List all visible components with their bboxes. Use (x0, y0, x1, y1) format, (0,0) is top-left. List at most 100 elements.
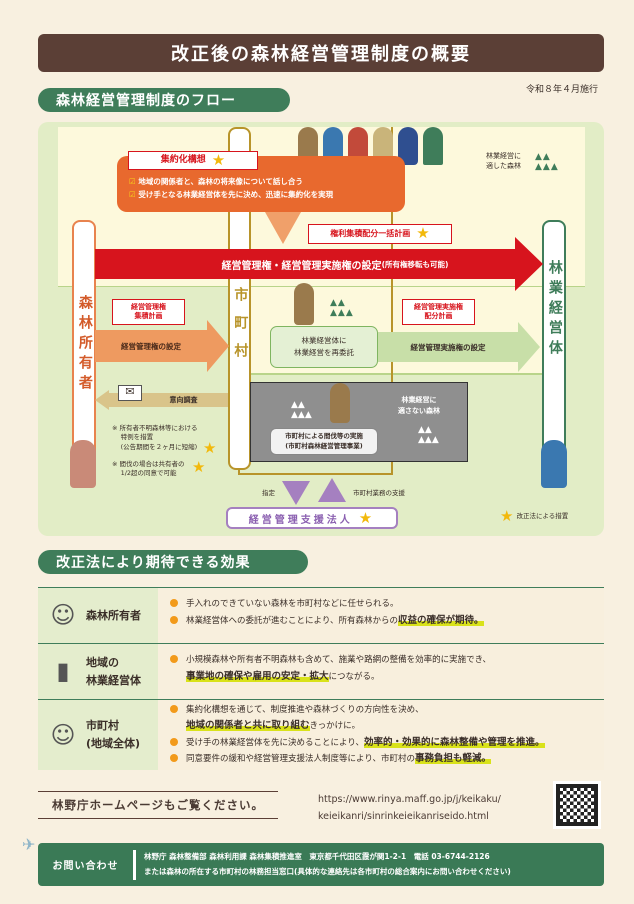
row-label: 森林所有者 (86, 608, 141, 622)
effective-date: 令和８年４月施行 (525, 85, 598, 95)
legend-text: 改正法による措置 (516, 512, 569, 521)
effect-row-municipality: ☺ 市町村 (地域全体) 集約化構想を通じて、制度推進や森林づくりの方向性を決め、… (38, 699, 604, 770)
legend: ★改正法による措置 (500, 506, 568, 528)
tree-icon: ▲▲▲▲▲ (330, 298, 354, 318)
effect-highlight: 事業地の確保や雇用の安定・拡大 (186, 671, 329, 683)
star-icon: ★ (416, 224, 430, 243)
consolidation-plan-label: 集約化構想 ★ (128, 151, 258, 170)
star-icon: ★ (358, 509, 376, 527)
checkbox-icon: ☑ (129, 189, 136, 199)
effects-section-title: 改正法により期待できる効果 (38, 550, 308, 574)
url-line[interactable]: https://www.rinya.maff.go.jp/j/keikaku/ (318, 794, 501, 805)
label-text: 経営管理権・経営管理実施権の設定 (221, 260, 382, 272)
row-label: 地域の 林業経営体 (86, 655, 141, 687)
row-content: 手入れのできていない森林を市町村などに任せられる。 林業経営体への委託が進むこと… (158, 588, 604, 643)
effect-row-operator: ▮ 地域の 林業経営体 小規模森林や所有者不明森林も含めて、施業や路網の整備を効率… (38, 643, 604, 699)
check-item: 受け手となる林業経営体を先に決め、迅速に集約化を実現 (138, 189, 334, 199)
arrow-head (518, 322, 540, 372)
label-text: 森林所有者 (76, 295, 93, 395)
effect-text: きっかけに。 (309, 720, 361, 731)
effect-text: 林業経営体への委託が進むことにより、所有森林からの (186, 616, 398, 627)
municipal-staff-illustration (330, 383, 350, 423)
bullet-icon (170, 705, 178, 713)
effect-highlight: 収益の確保が期待。 (398, 615, 484, 627)
forest-operator-column: 林業経営体 (542, 220, 566, 470)
contact-label: お問い合わせ (52, 861, 119, 872)
arrow-head (95, 390, 109, 410)
flow-section-title: 森林経営管理制度のフロー (38, 88, 290, 112)
label-text: 集約化構想 (160, 154, 206, 165)
label-text: 市町村 (232, 286, 249, 371)
bullet-icon (170, 737, 178, 746)
dragonfly-icon: ✈ (22, 835, 36, 854)
arrow-head (207, 320, 229, 372)
label-note: (所有権移転も可能) (381, 259, 449, 269)
main-rights-arrow: 経営管理権・経営管理実施権の設定(所有権移転も可能) (95, 249, 515, 279)
bullet-icon (170, 754, 178, 763)
reentrust-box: 林業経営体に 林業経営を再委託 (270, 326, 378, 368)
effect-row-owner: ☺ 森林所有者 手入れのできていない森林を市町村などに任せられる。 林業経営体への… (38, 587, 604, 643)
bullet-icon (170, 655, 178, 663)
label-text: 経営管理支援法人 (248, 514, 353, 526)
effect-text: 手入れのできていない森林を市町村などに任せられる。 (186, 599, 399, 609)
arrow-head (515, 237, 543, 291)
effect-text: につながる。 (328, 672, 380, 683)
municipal-logging-box: 市町村による間伐等の実施 (市町村森林経営管理事業) (270, 428, 378, 455)
effect-highlight: 地域の関係者と共に取り組む (186, 719, 310, 731)
check-item: 地域の関係者と、森林の将来像について話し合う (138, 177, 303, 186)
row-content: 集約化構想を通じて、制度推進や森林づくりの方向性を決め、 地域の関係者と共に取り… (158, 700, 604, 770)
bullet-icon (170, 599, 178, 607)
row-label-cell: ▮ 地域の 林業経営体 (38, 644, 158, 699)
effect-highlight: 効率的・効果的に森林整備や管理を推進。 (364, 736, 545, 748)
label-text: 林業経営体 (546, 260, 563, 360)
envelope-icon: ✉ (118, 385, 142, 401)
star-icon: ★ (211, 150, 226, 169)
down-arrow (265, 212, 301, 244)
star-icon: ★ (203, 439, 217, 457)
designate-arrow (282, 481, 310, 505)
impl-right-setting-arrow: 経営管理実施権の設定 (378, 332, 518, 362)
note-unknown-owner: ※ 所有者不明森林等における 特例を措置 (公告期間を２ヶ月に短縮) (112, 424, 198, 451)
owner-person-icon: ☺ (50, 601, 76, 630)
url-line[interactable]: keieikanri/sinrinkeieikanriseido.html (318, 810, 489, 822)
allocation-plan-label: 経営管理実施権 配分計画 (402, 299, 475, 325)
page-title: 改正後の森林経営管理制度の概要 (38, 34, 604, 72)
label-text: 権利集積配分一括計画 (330, 228, 411, 238)
worker-tree-icon: ▮ (56, 657, 70, 686)
row-label-cell: ☺ 市町村 (地域全体) (38, 700, 158, 770)
row-label-cell: ☺ 森林所有者 (38, 588, 158, 643)
note-co-owner: ※ 間伐の場合は共有者の 1/2超の同意で可能 (112, 460, 185, 478)
bullet-icon (170, 616, 178, 625)
owner-illustration (70, 440, 96, 488)
qr-code[interactable] (553, 781, 601, 829)
forest-owner-column: 森林所有者 (72, 220, 96, 470)
contact-line: または森林の所在する市町村の林務担当窓口(具体的な連絡先は各市町村の総合案内にお… (144, 866, 511, 876)
tree-icon: ▲▲▲▲▲ (535, 152, 559, 172)
municipality-column: 市町村 (228, 127, 251, 470)
operator-illustration (541, 440, 567, 488)
star-icon: ★ (500, 507, 514, 525)
support-corporation-box: 経営管理支援法人 ★ (226, 507, 398, 529)
effect-text: 受け手の林業経営体を先に決めることにより、 (186, 737, 364, 748)
effect-highlight: 事務負担も軽減。 (415, 753, 492, 765)
tree-icon: ▲▲▲▲▲ (291, 400, 312, 420)
star-icon: ★ (192, 458, 206, 476)
contact-bar: お問い合わせ 林野庁 森林整備部 森林利用課 森林集積推進室 東京都千代田区霞が… (38, 843, 604, 886)
checkbox-icon: ☑ (129, 177, 136, 186)
bulk-plan-label: 権利集積配分一括計画 ★ (308, 224, 452, 244)
stakeholder-illustrations (298, 127, 443, 165)
effect-text: 小規模森林や所有者不明森林も含めて、施業や路網の整備を効率的に実施でき、 (186, 655, 491, 665)
unsuitable-forest-label: 林業経営に 適さない森林 (398, 396, 440, 415)
divider (133, 849, 136, 880)
contact-info: 林野庁 森林整備部 森林利用課 森林集積推進室 東京都千代田区霞が関1-2-1 … (144, 850, 511, 879)
contact-line: 林野庁 森林整備部 森林利用課 森林集積推進室 東京都千代田区霞が関1-2-1 … (144, 852, 490, 862)
effects-table: ☺ 森林所有者 手入れのできていない森林を市町村などに任せられる。 林業経営体への… (38, 587, 604, 770)
effect-text: 集約化構想を通じて、制度推進や森林づくりの方向性を決め、 (186, 705, 424, 715)
official-person-icon: ☺ (50, 720, 76, 749)
support-label: 市町村業務の支援 (353, 489, 405, 497)
accumulation-plan-label: 経営管理権 集積計画 (112, 299, 185, 325)
municipal-staff-illustration (294, 283, 314, 325)
designate-label: 指定 (262, 489, 275, 497)
row-label: 市町村 (地域全体) (86, 719, 141, 750)
homepage-url[interactable]: https://www.rinya.maff.go.jp/j/keikaku/ … (318, 792, 501, 825)
